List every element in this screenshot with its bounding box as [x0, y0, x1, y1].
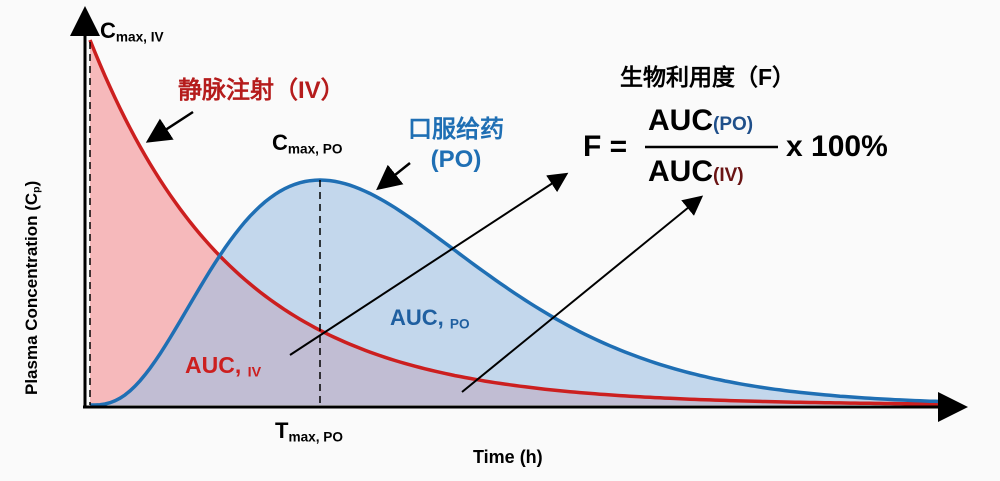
- auc-iv-to-formula-arrow: [289, 172, 569, 356]
- cmax-iv-label: Cmax, IV: [100, 18, 164, 45]
- cmax-po-label: Cmax, PO: [272, 130, 343, 157]
- iv-label-arrow: [145, 110, 194, 143]
- iv-label: 静脉注射（IV）: [178, 77, 345, 104]
- formula-denominator: AUC(IV): [648, 155, 744, 188]
- auc-po-area: [90, 180, 940, 405]
- iv-curve: [88, 39, 941, 406]
- formula-multiplier: x 100%: [786, 130, 888, 163]
- auc-po-label: AUC, PO: [390, 305, 470, 332]
- po-label-arrow: [376, 162, 411, 191]
- auc-po-to-formula-arrow: [461, 195, 704, 393]
- po-label: 口服给药(PO): [408, 116, 504, 173]
- po-curve: [90, 178, 941, 407]
- formula-numerator: AUC(PO): [648, 104, 754, 137]
- auc-iv-label: AUC, IV: [185, 352, 262, 381]
- x-axis-label: Time (h): [473, 447, 543, 467]
- formula-lhs: F =: [583, 130, 628, 163]
- tmax-po-label: Tmax, PO: [275, 418, 343, 445]
- bioavailability-title: 生物利用度（F）: [620, 64, 796, 90]
- y-axis-label: Plasma Concentration (Cp): [22, 180, 43, 395]
